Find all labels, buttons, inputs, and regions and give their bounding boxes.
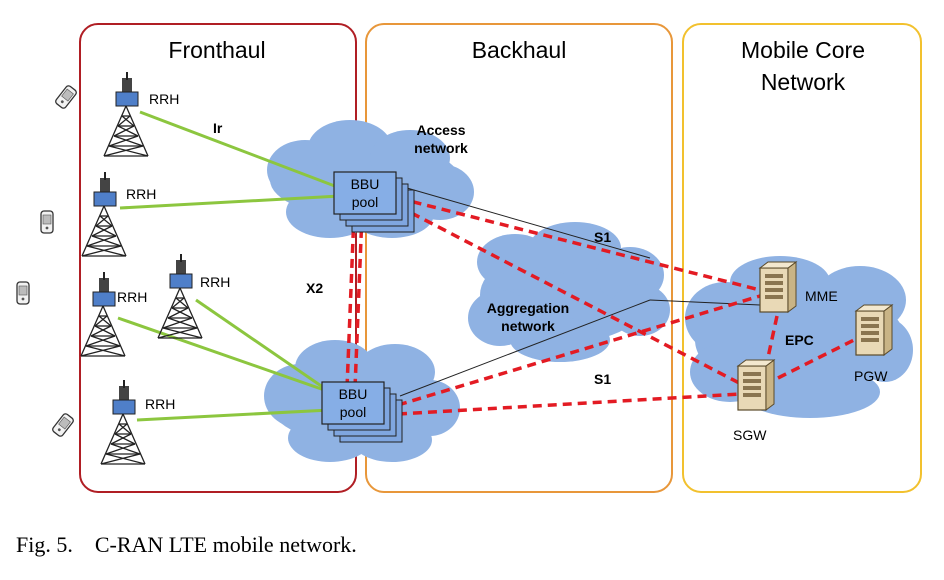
rrh-label-3: RRH (117, 289, 147, 305)
rrh-label-5: RRH (145, 396, 175, 412)
rrh-label-1: RRH (149, 91, 179, 107)
rrh-tower-2 (81, 171, 127, 257)
aggregation-network-line1: Aggregation (487, 300, 569, 316)
x2-label: X2 (306, 280, 323, 296)
core-title-line2: Network (761, 69, 846, 95)
bbu-pool-top: BBU pool (333, 171, 415, 233)
rrh-label-2: RRH (126, 186, 156, 202)
core-region (682, 23, 922, 493)
ir-links (117, 110, 341, 422)
access-network-line1: Access (416, 122, 465, 138)
mme-server-icon (759, 261, 797, 313)
aggregation-cloud (468, 222, 670, 362)
phone-icon-1 (53, 83, 79, 111)
backhaul-thin-links (399, 185, 761, 397)
phone-icon-2 (40, 210, 54, 234)
bbu-bottom-line2: pool (340, 404, 366, 420)
core-title-line1: Mobile Core (741, 37, 865, 63)
fronthaul-title: Fronthaul (168, 37, 265, 63)
pgw-label: PGW (854, 368, 888, 384)
aggregation-network-line2: network (501, 318, 555, 334)
rrh-tower-5 (100, 379, 146, 465)
phone-icon-4 (50, 411, 76, 439)
bbu-top-line1: BBU (351, 176, 380, 192)
s1-label-bottom: S1 (594, 371, 611, 387)
rrh-tower-4 (157, 253, 203, 339)
figure-caption: Fig. 5. C-RAN LTE mobile network. (16, 532, 357, 557)
backhaul-region (365, 23, 673, 493)
rrh-tower-3 (80, 271, 126, 357)
mme-label: MME (805, 288, 838, 304)
pgw-server-icon (855, 304, 893, 356)
sgw-server-icon (737, 359, 775, 411)
backhaul-title: Backhaul (472, 37, 567, 63)
bbu-top-line2: pool (352, 194, 378, 210)
access-network-line2: network (414, 140, 468, 156)
rrh-label-4: RRH (200, 274, 230, 290)
sgw-label: SGW (733, 427, 767, 443)
fronthaul-region (79, 23, 357, 493)
s1-x2-links (345, 196, 859, 416)
bbu-pool-bottom: BBU pool (321, 381, 403, 443)
ir-label: Ir (213, 120, 223, 136)
epc-label: EPC (785, 332, 814, 348)
bbu-bottom-line1: BBU (339, 386, 368, 402)
s1-label-top: S1 (594, 229, 611, 245)
phone-icon-3 (16, 281, 30, 305)
